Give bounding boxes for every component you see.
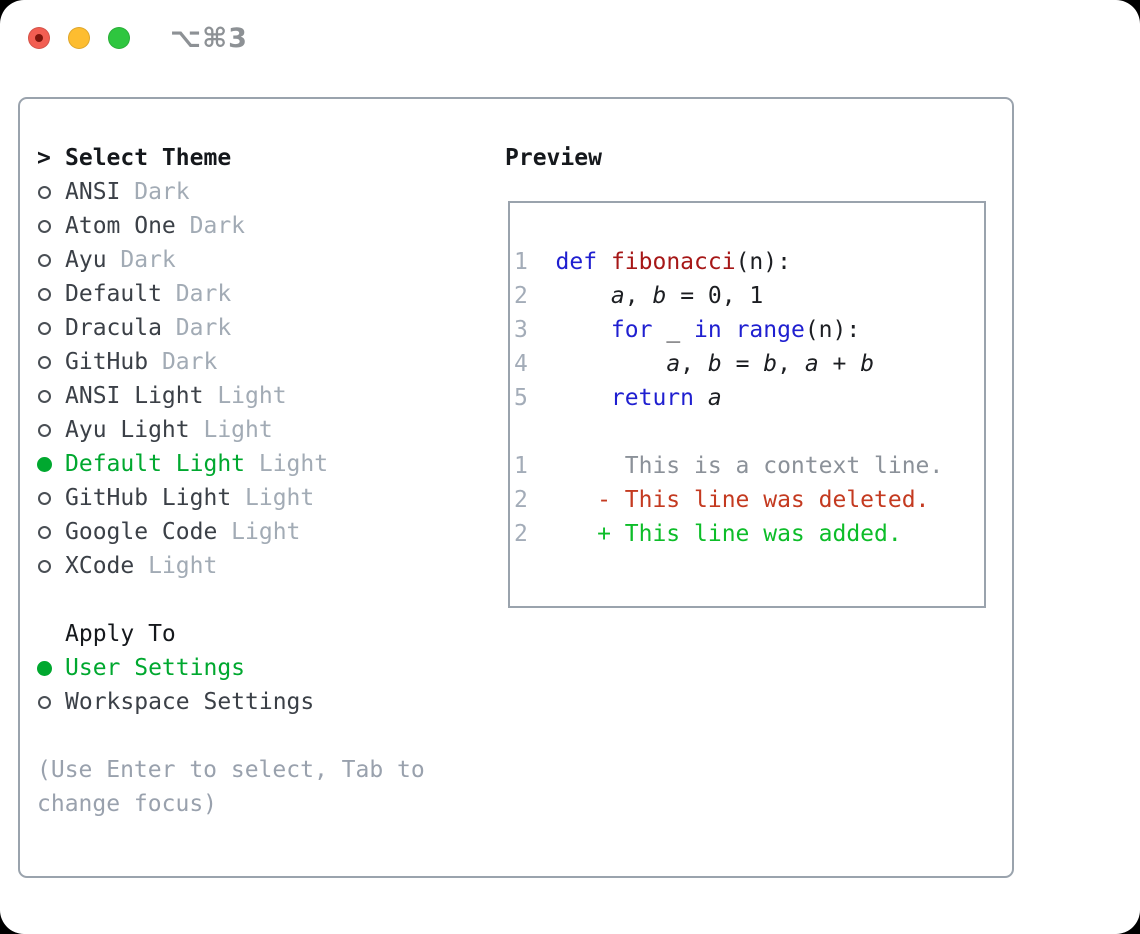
line-number: 4 bbox=[514, 351, 528, 377]
radio-icon bbox=[38, 525, 51, 539]
option-tag: Dark bbox=[120, 247, 176, 273]
option-label: GitHub Light bbox=[65, 485, 232, 511]
radio-selected-icon bbox=[37, 456, 52, 472]
hint-text-line-1: (Use Enter to select, Tab to bbox=[37, 757, 425, 783]
option-label: User Settings bbox=[65, 655, 246, 681]
apply-to-header-row: Apply To bbox=[37, 617, 477, 651]
code-line: 5 return a bbox=[514, 381, 984, 415]
theme-item[interactable]: Atom One Dark bbox=[37, 209, 477, 243]
close-button-dot-icon bbox=[35, 34, 43, 42]
option-label: Default Light bbox=[65, 451, 246, 477]
option-label: Atom One bbox=[65, 213, 176, 239]
option-label: Workspace Settings bbox=[65, 689, 315, 715]
option-label: Dracula bbox=[65, 315, 162, 341]
line-number: 1 bbox=[514, 249, 528, 275]
theme-item[interactable]: ANSI Light Light bbox=[37, 379, 477, 413]
minimize-button[interactable] bbox=[68, 27, 90, 49]
radio-icon bbox=[38, 287, 51, 301]
option-tag: Light bbox=[258, 451, 329, 477]
option-tag: Light bbox=[245, 485, 315, 511]
spacer bbox=[37, 719, 477, 753]
radio-icon bbox=[38, 559, 51, 573]
option-tag: Dark bbox=[175, 315, 232, 341]
option-tag: Dark bbox=[161, 349, 218, 375]
line-number: 3 bbox=[514, 317, 528, 343]
option-label: ANSI bbox=[65, 179, 121, 205]
radio-icon bbox=[38, 695, 51, 709]
option-label: Ayu Light bbox=[65, 417, 190, 443]
option-tag: Dark bbox=[175, 281, 232, 307]
line-number: 5 bbox=[514, 385, 528, 411]
theme-item[interactable]: ANSI Dark bbox=[37, 175, 477, 209]
radio-icon bbox=[38, 423, 51, 437]
option-label: Ayu bbox=[65, 247, 107, 273]
line-number: 2 bbox=[514, 487, 528, 513]
code-line: 1 This is a context line. bbox=[514, 449, 984, 483]
theme-item[interactable]: GitHub Light Light bbox=[37, 481, 477, 515]
spacer bbox=[37, 583, 477, 617]
option-tag: Light bbox=[231, 519, 301, 545]
line-number: 2 bbox=[514, 521, 528, 547]
option-tag: Dark bbox=[134, 179, 190, 205]
option-label: XCode bbox=[65, 553, 135, 579]
code-line bbox=[514, 415, 984, 449]
code-line: 2 - This line was deleted. bbox=[514, 483, 984, 517]
traffic-lights bbox=[28, 27, 130, 49]
code-line: 2 a, b = 0, 1 bbox=[514, 279, 984, 313]
select-theme-header-row: > Select Theme bbox=[37, 141, 477, 175]
theme-item[interactable]: GitHub Dark bbox=[37, 345, 477, 379]
option-tag: Light bbox=[203, 417, 273, 443]
theme-item[interactable]: Ayu Light Light bbox=[37, 413, 477, 447]
radio-icon bbox=[38, 491, 51, 505]
line-number: 1 bbox=[514, 453, 528, 479]
close-button[interactable] bbox=[28, 27, 50, 49]
preview-header: Preview bbox=[505, 145, 602, 171]
theme-item[interactable]: Default Light Light bbox=[37, 447, 477, 481]
radio-icon bbox=[38, 185, 51, 199]
radio-selected-icon bbox=[37, 660, 52, 676]
option-tag: Light bbox=[148, 553, 218, 579]
theme-item[interactable]: Default Dark bbox=[37, 277, 477, 311]
option-tag: Dark bbox=[189, 213, 246, 239]
option-label: ANSI Light bbox=[65, 383, 204, 409]
titlebar: ⌥⌘3 bbox=[28, 22, 248, 54]
option-label: GitHub bbox=[65, 349, 149, 375]
radio-icon bbox=[38, 219, 51, 233]
theme-item[interactable]: XCode Light bbox=[37, 549, 477, 583]
apply-to-header: Apply To bbox=[65, 621, 176, 647]
code-line: 2 + This line was added. bbox=[514, 517, 984, 551]
radio-icon bbox=[38, 389, 51, 403]
apply-option[interactable]: Workspace Settings bbox=[37, 685, 477, 719]
shortcut-label: ⌥⌘3 bbox=[170, 22, 248, 54]
radio-icon bbox=[38, 321, 51, 335]
theme-item[interactable]: Dracula Dark bbox=[37, 311, 477, 345]
option-label: Default bbox=[65, 281, 162, 307]
theme-item[interactable]: Google Code Light bbox=[37, 515, 477, 549]
apply-option[interactable]: User Settings bbox=[37, 651, 477, 685]
select-theme-header: Select Theme bbox=[65, 145, 232, 171]
line-number: 2 bbox=[514, 283, 528, 309]
prompt-icon: > bbox=[37, 145, 51, 171]
theme-item[interactable]: Ayu Dark bbox=[37, 243, 477, 277]
radio-icon bbox=[38, 355, 51, 369]
zoom-button[interactable] bbox=[108, 27, 130, 49]
option-label: Google Code bbox=[65, 519, 218, 545]
hint-text-line-2: change focus) bbox=[37, 791, 218, 817]
code-line: 4 a, b = b, a + b bbox=[514, 347, 984, 381]
option-tag: Light bbox=[217, 383, 287, 409]
code-line: 3 for _ in range(n): bbox=[514, 313, 984, 347]
radio-icon bbox=[38, 253, 51, 267]
